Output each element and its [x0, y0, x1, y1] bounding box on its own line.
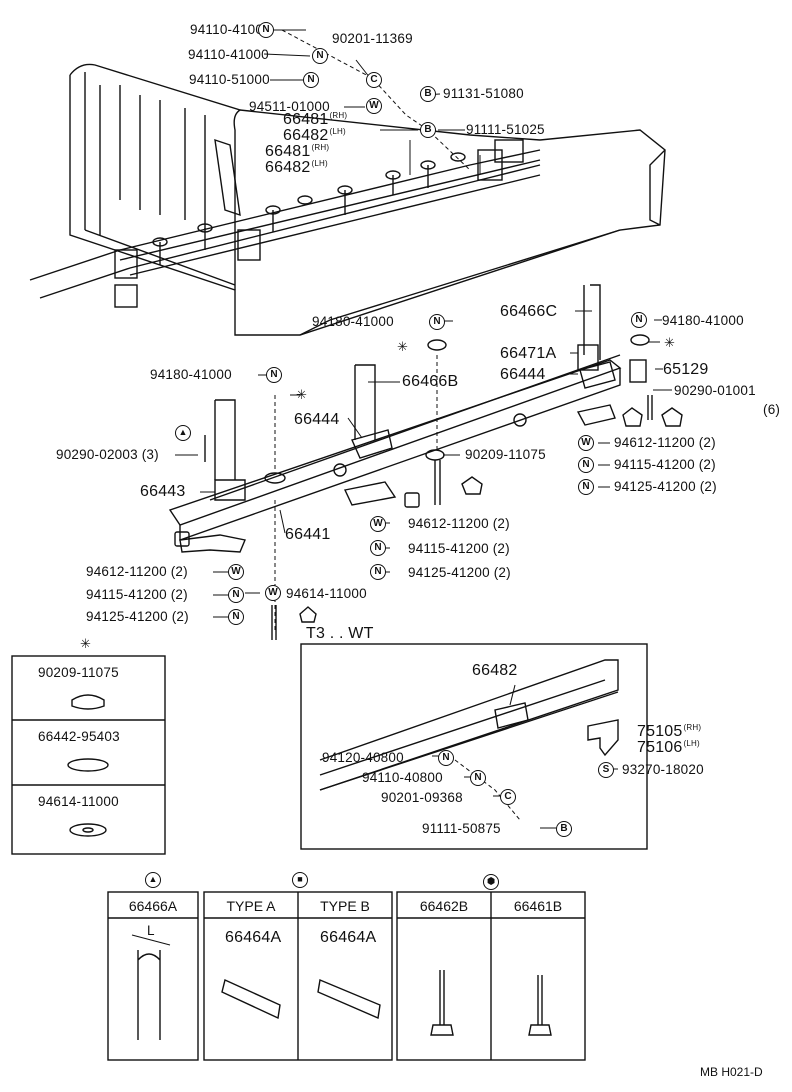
label-66466C: 66466C — [500, 303, 558, 320]
spring-washer-symbol: C — [500, 789, 516, 805]
label-94110-41000-a: 94110-41000 — [190, 22, 271, 37]
table-part-type-a: 66464A — [225, 929, 282, 946]
label-qty-6: (6) — [763, 402, 781, 417]
label-94120-40800: 94120-40800 — [322, 750, 404, 765]
label-94612-11200-b: 94612-11200 (2) — [408, 516, 510, 531]
label-66481-rh-a: 66481(RH) — [283, 111, 348, 128]
nut-symbol: N — [438, 750, 454, 766]
spring-washer-symbol: C — [366, 72, 382, 88]
label-66441: 66441 — [285, 526, 331, 543]
star-marker: ✳ — [296, 387, 307, 402]
label-t3-wt: T3 . . WT — [306, 625, 374, 642]
legend-star-marker: ✳ — [80, 636, 91, 651]
label-90201-09368: 90201-09368 — [381, 790, 463, 805]
star-marker: ✳ — [664, 335, 675, 350]
washer-symbol: W — [370, 516, 386, 532]
label-91111-50875: 91111-50875 — [422, 821, 501, 836]
label-94612-11200-a: 94612-11200 (2) — [614, 435, 716, 450]
label-90290-02003: 90290-02003 (3) — [56, 447, 159, 462]
bolt-symbol: B — [420, 86, 436, 102]
bed-fasteners — [152, 152, 466, 265]
washer-symbol: W — [366, 98, 382, 114]
table-header-66461B: 66461B — [513, 898, 563, 914]
wt-detail-box — [300, 643, 648, 850]
label-66466B: 66466B — [402, 373, 459, 390]
square-marker: ■ — [292, 872, 308, 888]
label-94612-11200-c: 94612-11200 (2) — [86, 564, 188, 579]
nut-symbol: N — [631, 312, 647, 328]
label-90201-11369: 90201-11369 — [332, 31, 413, 46]
table-header-type-a: TYPE A — [226, 898, 276, 914]
label-94110-40800: 94110-40800 — [362, 770, 443, 785]
label-94110-41000-b: 94110-41000 — [188, 47, 269, 62]
nut-symbol: N — [266, 367, 282, 383]
screw-symbol: S — [598, 762, 614, 778]
nut-symbol: N — [370, 540, 386, 556]
triangle-marker: ▲ — [175, 425, 191, 441]
nut-symbol: N — [370, 564, 386, 580]
washer-symbol: W — [265, 585, 281, 601]
nut-symbol: N — [429, 314, 445, 330]
bolt-symbol: B — [556, 821, 572, 837]
label-66482-lh-a: 66482(LH) — [283, 127, 346, 144]
table-part-type-b: 66464A — [320, 929, 377, 946]
label-94180-41000-a: 94180-41000 — [312, 314, 394, 329]
label-94115-41200-b: 94115-41200 (2) — [408, 541, 510, 556]
label-94511-01000: 94511-01000 — [249, 99, 330, 114]
label-94125-41200-c: 94125-41200 (2) — [86, 609, 189, 624]
dimension-label: L — [147, 923, 155, 938]
label-66482-lh-b: 66482(LH) — [265, 159, 328, 176]
nut-symbol: N — [470, 770, 486, 786]
label-66471A: 66471A — [500, 345, 557, 362]
nut-symbol: N — [228, 587, 244, 603]
diagram-code: MB H021-D — [700, 1065, 763, 1079]
label-94180-41000-c: 94180-41000 — [150, 367, 232, 382]
label-94180-41000-b: 94180-41000 — [662, 313, 744, 328]
label-94115-41200-c: 94115-41200 (2) — [86, 587, 188, 602]
label-66481-rh-b: 66481(RH) — [265, 143, 330, 160]
nut-symbol: N — [303, 72, 319, 88]
star-marker: ✳ — [397, 339, 408, 354]
label-90290-01001: 90290-01001 — [674, 383, 756, 398]
nut-symbol: N — [228, 609, 244, 625]
label-66444-a: 66444 — [500, 366, 546, 383]
nut-symbol: N — [578, 457, 594, 473]
chassis-frame-drawing — [168, 284, 683, 640]
label-75106-lh: 75106(LH) — [637, 739, 700, 756]
table-header-type-b: TYPE B — [320, 898, 370, 914]
legend-item-90209-11075: 90209-11075 — [38, 665, 119, 680]
legend-item-66442-95403: 66442-95403 — [38, 729, 120, 744]
label-94110-51000: 94110-51000 — [189, 72, 270, 87]
label-66482-wt: 66482 — [472, 662, 518, 679]
nut-symbol: N — [578, 479, 594, 495]
label-94125-41200-b: 94125-41200 (2) — [408, 565, 511, 580]
bed-brackets — [114, 138, 524, 308]
label-94614-11000: 94614-11000 — [286, 586, 367, 601]
bottom-table-drawing — [107, 891, 586, 1061]
legend-item-94614-11000: 94614-11000 — [38, 794, 119, 809]
label-90209-11075: 90209-11075 — [465, 447, 546, 462]
leader-lines — [263, 29, 481, 175]
label-94125-41200-a: 94125-41200 (2) — [614, 479, 717, 494]
nut-symbol: N — [258, 22, 274, 38]
hexagon-marker: ⬢ — [483, 874, 499, 890]
table-header-66462B: 66462B — [419, 898, 469, 914]
label-93270-18020: 93270-18020 — [622, 762, 704, 777]
truck-bed-drawing — [29, 63, 666, 336]
legend-box-drawing — [11, 655, 166, 855]
washer-symbol: W — [228, 564, 244, 580]
triangle-marker: ▲ — [145, 872, 161, 888]
nut-symbol: N — [312, 48, 328, 64]
label-94115-41200-a: 94115-41200 (2) — [614, 457, 716, 472]
label-65129: 65129 — [663, 361, 709, 378]
label-75105-rh: 75105(RH) — [637, 723, 702, 740]
bolt-symbol: B — [420, 122, 436, 138]
washer-symbol: W — [578, 435, 594, 451]
label-91131-51080: 91131-51080 — [443, 86, 524, 101]
label-66444-b: 66444 — [294, 411, 340, 428]
label-91111-51025: 91111-51025 — [466, 122, 545, 137]
label-66443: 66443 — [140, 483, 186, 500]
table-header-66466A: 66466A — [128, 898, 178, 914]
